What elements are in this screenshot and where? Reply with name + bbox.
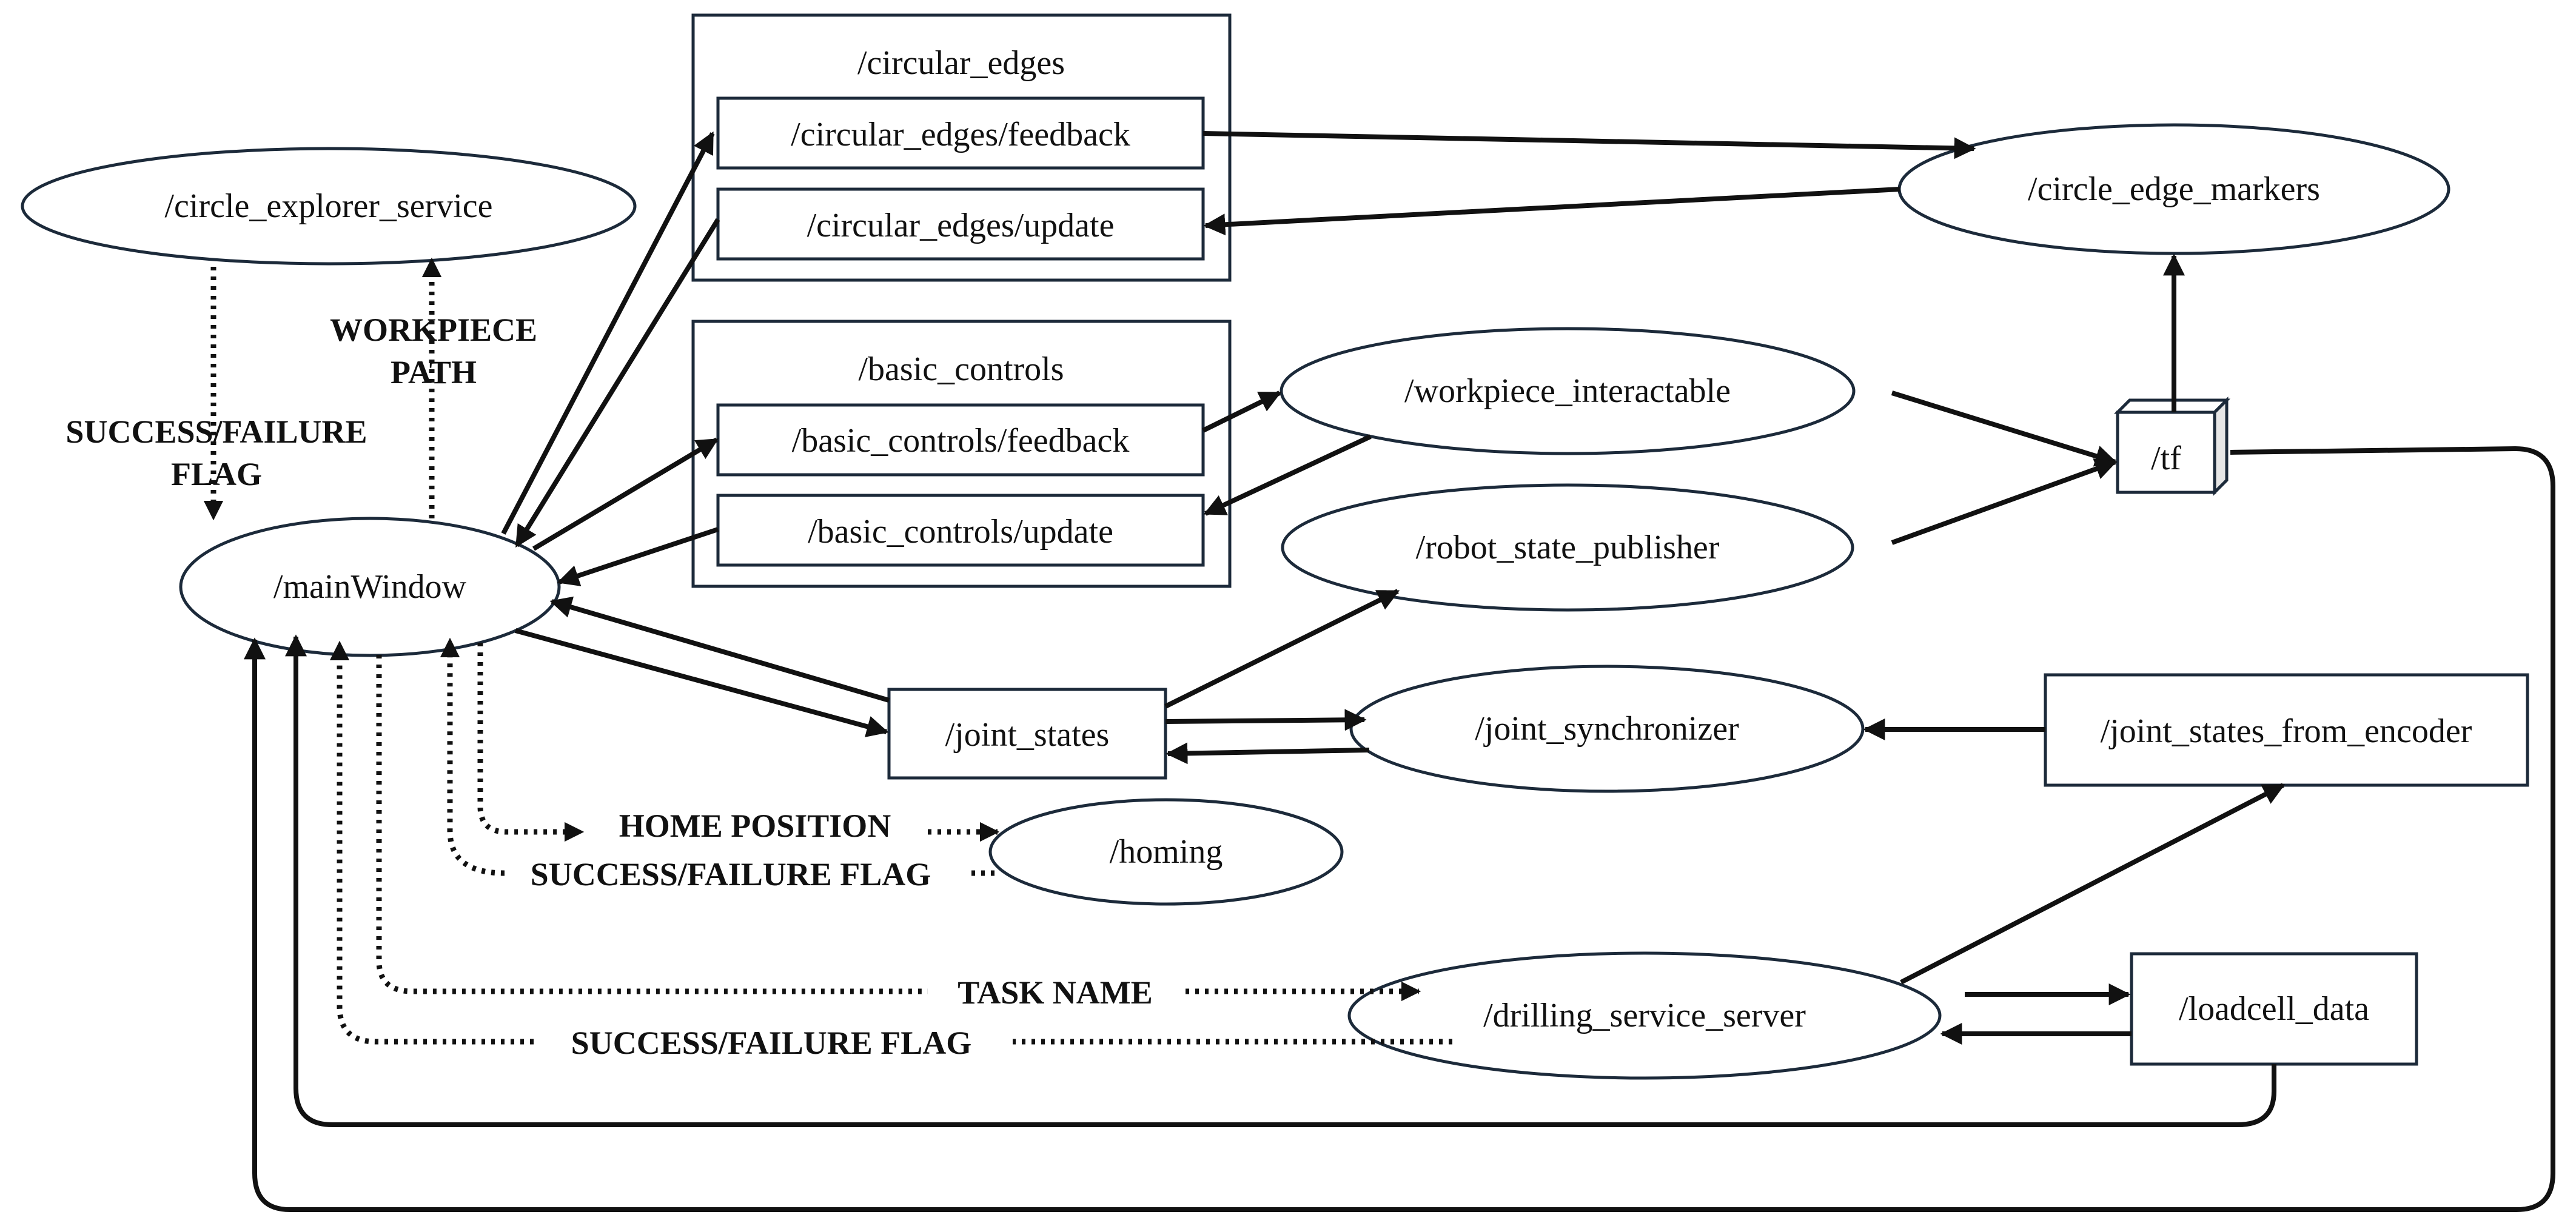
drilling-service-server-label: /drilling_service_server [1483,997,1806,1034]
arrow-loadcell-to-mainwindow [285,634,2276,1127]
robot-state-publisher-label: /robot_state_publisher [1416,529,1720,566]
tf-box [2113,396,2231,497]
dotted-arrow-home-position [477,643,585,842]
arrow-joint-states-to-mainwindow [549,596,890,703]
homing-label: /homing [1110,833,1223,871]
arrow-circular-edges-update-to-mainwindow [514,218,720,548]
robot-state-publisher-node [1281,483,1854,612]
arrow-markers-to-circular-edges-update [1203,187,1900,236]
main-window-node [179,517,561,657]
arrow-mainwindow-to-circular-edges-feedback [501,131,715,535]
arrow-joint-states-to-robot-state-publisher [1164,589,1400,709]
workpiece-path-label-line1: WORKPIECE [330,312,537,348]
joint-states-label: /joint_states [945,716,1110,754]
basic-controls-group-title: /basic_controls [858,350,1064,388]
arrow-workpiece-to-basic-controls-update [1203,434,1372,516]
homing-node [988,798,1344,906]
circle-explorer-service-node [21,147,637,266]
explorer-success-failure-label-line1: SUCCESS/FAILURE [65,414,367,450]
drilling-success-failure-label: SUCCESS/FAILURE FLAG [571,1025,972,1061]
arrow-basic-controls-update-to-mainwindow [557,527,719,586]
task-name-label: TASK NAME [958,974,1153,1011]
workpiece-path-label-line2: PATH [391,354,477,390]
circular-edges-update-box [716,187,1205,261]
arrow-basic-controls-feedback-to-workpiece [1202,390,1282,433]
homing-success-failure-label: SUCCESS/FAILURE FLAG [531,856,931,893]
dotted-arrow-task-name [376,655,928,994]
basic-controls-feedback-label: /basic_controls/feedback [792,422,1130,460]
tf-label: /tf [2151,440,2181,477]
circular-edges-group-title: /circular_edges [857,44,1065,82]
dotted-arrow-homing-success [440,637,505,876]
arrow-mainwindow-to-basic-controls-feedback [532,437,719,551]
circular-edges-feedback-box [716,96,1205,170]
circular-edges-feedback-label: /circular_edges/feedback [791,116,1130,153]
joint-states-from-encoder-label: /joint_states_from_encoder [2101,712,2472,750]
arrow-drilling-to-encoder [1900,783,2286,985]
home-position-label: HOME POSITION [619,808,891,844]
circle-edge-markers-label: /circle_edge_markers [2028,170,2320,208]
arrow-synchronizer-to-joint-states [1166,742,1370,765]
loadcell-data-label: /loadcell_data [2179,990,2369,1028]
basic-controls-update-label: /basic_controls/update [808,513,1113,551]
basic-controls-feedback-box [716,403,1205,477]
circle-explorer-service-label: /circle_explorer_service [164,187,492,225]
dotted-arrow-drilling-success [329,640,534,1045]
arrow-workpiece-to-tf [1891,390,2118,467]
explorer-success-failure-label-line2: FLAG [171,456,262,492]
arrow-circular-edges-feedback-to-markers [1202,131,1976,159]
arrow-tf-to-mainwindow [244,446,2555,1212]
arrow-robot-state-publisher-to-tf [1891,458,2118,545]
circular-edges-update-label: /circular_edges/update [807,207,1115,244]
main-window-label: /mainWindow [273,568,467,606]
joint-synchronizer-label: /joint_synchronizer [1475,710,1739,748]
arrow-joint-states-to-synchronizer [1165,709,1367,731]
workpiece-interactable-label: /workpiece_interactable [1404,372,1731,410]
workpiece-interactable-node [1280,327,1856,455]
arrow-mainwindow-to-joint-states [514,628,889,737]
joint-states-box [887,688,1167,780]
drilling-service-server-node [1347,951,1942,1080]
